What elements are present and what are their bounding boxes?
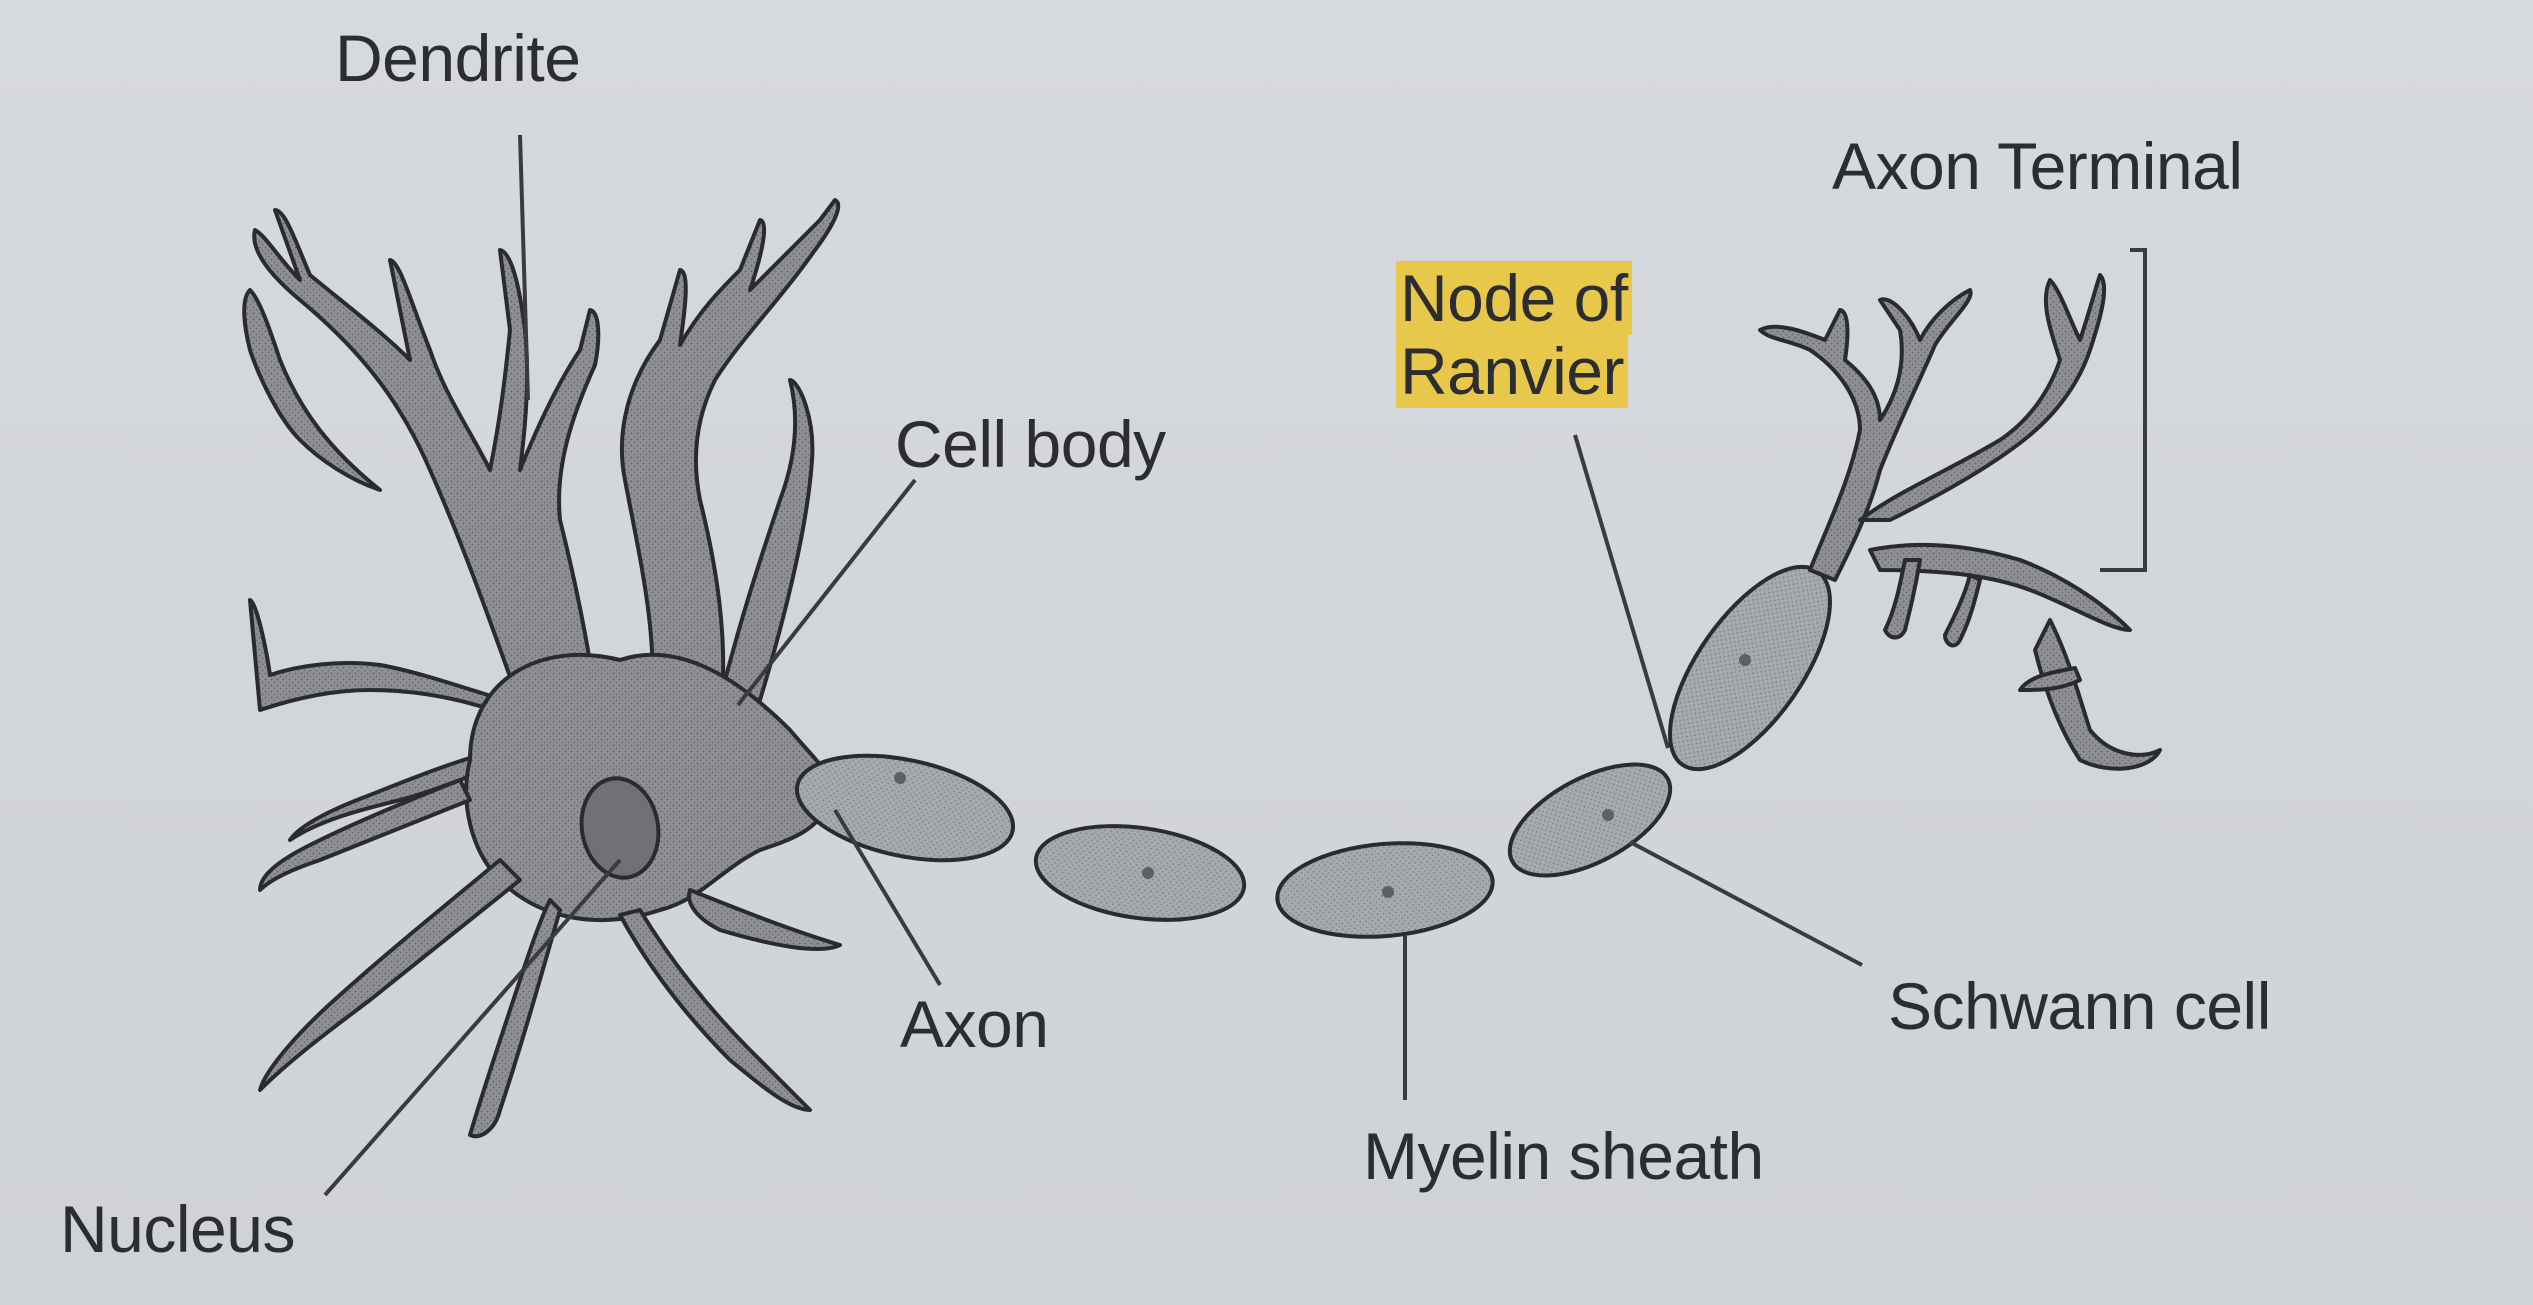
- axon-terminal-branches: [1760, 275, 2160, 769]
- leader-node: [1575, 435, 1668, 748]
- sheath-segment: [1030, 814, 1250, 932]
- dendrite-label: Dendrite: [335, 22, 580, 95]
- sheath-segment: [1640, 542, 1861, 795]
- leader-axon-terminal: [2100, 250, 2145, 570]
- axon-label: Axon: [900, 988, 1048, 1061]
- leader-schwann: [1630, 842, 1862, 965]
- schwann-cell-label: Schwann cell: [1888, 970, 2271, 1043]
- dendrites: [244, 200, 840, 1136]
- node-of-ranvier-line1: Node of: [1396, 261, 1632, 335]
- sheath-segment: [1493, 742, 1688, 899]
- sheath-segment: [787, 738, 1022, 878]
- node-of-ranvier-line2: Ranvier: [1396, 334, 1628, 408]
- axon-terminal-label: Axon Terminal: [1832, 130, 2242, 203]
- cell-body-label: Cell body: [895, 408, 1166, 481]
- nucleus-label: Nucleus: [60, 1193, 295, 1266]
- myelin-sheath-segments: [787, 542, 1860, 946]
- myelin-sheath-label: Myelin sheath: [1363, 1120, 1764, 1193]
- node-of-ranvier-label: Node of Ranvier: [1396, 262, 1632, 407]
